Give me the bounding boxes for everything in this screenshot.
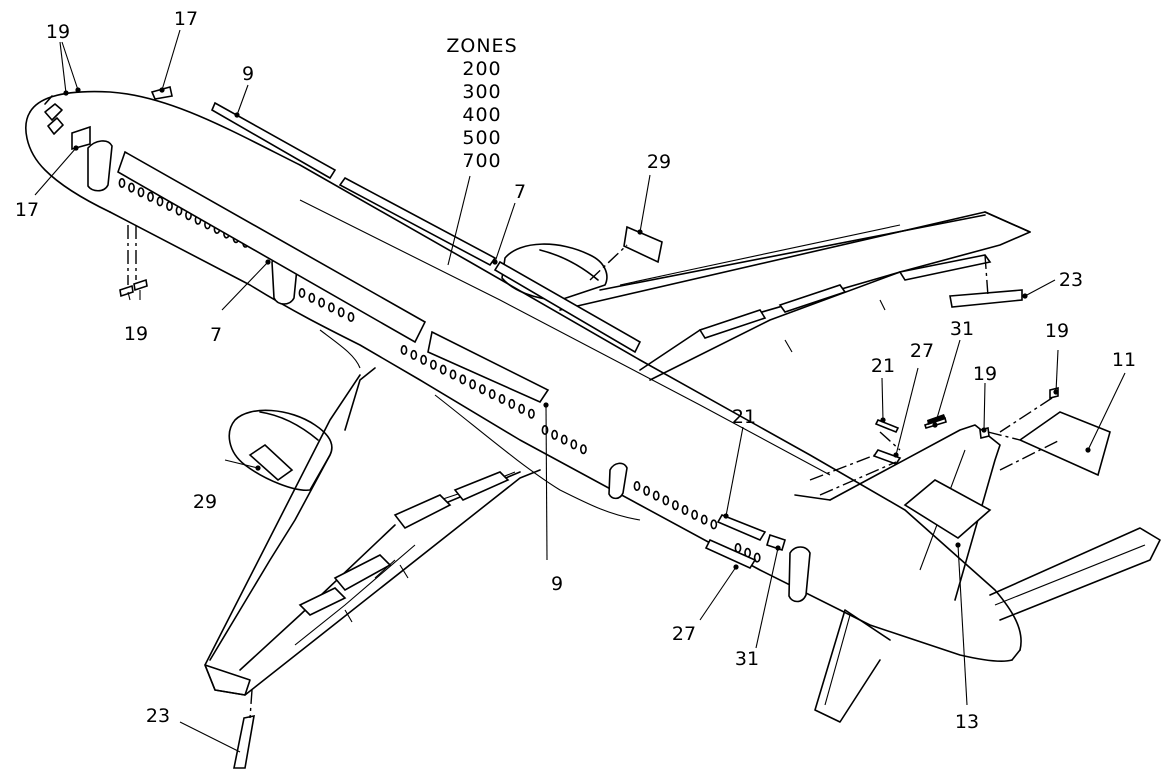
cabin-window [137, 187, 145, 198]
cabin-window [681, 504, 689, 515]
callout-9-bottom: 9 [551, 573, 563, 595]
callout-29-top: 29 [647, 151, 671, 173]
cabin-window [700, 514, 708, 525]
callout-19-nose: 19 [46, 21, 70, 43]
cabin-window [478, 384, 486, 395]
cabin-window [541, 424, 549, 435]
cabin-window [551, 429, 558, 440]
cabin-window [118, 178, 126, 189]
cabin-window [560, 434, 568, 445]
callout-11: 11 [1112, 349, 1136, 371]
cabin-window [710, 519, 718, 530]
cabin-window [469, 379, 476, 390]
cabin-window [420, 354, 427, 365]
callout-31-right: 31 [950, 318, 974, 340]
cabin-window [528, 408, 535, 419]
zone-value: 200 [462, 58, 501, 80]
callout-19-bottom-left: 19 [124, 323, 148, 345]
cabin-window [337, 307, 345, 318]
cabin-window [410, 349, 418, 360]
access-panels [117, 86, 1111, 769]
cabin-window [449, 369, 457, 380]
cabin-window [662, 495, 670, 506]
callout-7-top: 7 [514, 181, 526, 203]
cabin-window [643, 485, 650, 496]
cabin-window [429, 359, 437, 370]
zone-value: 400 [462, 104, 501, 126]
leader-lines [34, 29, 1126, 753]
cabin-window [327, 302, 335, 313]
cabin-window [580, 444, 587, 455]
cabin-window [518, 403, 525, 414]
callout-9-top: 9 [242, 63, 254, 85]
right-wing [559, 211, 1031, 381]
leader-dots [63, 87, 1091, 570]
nose-gear-hardware [119, 278, 148, 298]
left-wing [204, 367, 541, 696]
callout-27-lower: 27 [672, 623, 696, 645]
zone-value: 500 [462, 127, 501, 149]
callout-19-right: 19 [1045, 320, 1069, 342]
cabin-window [147, 191, 154, 202]
zones-block: ZONES 200 300 400 500 700 [446, 35, 517, 172]
callout-29-left: 29 [193, 491, 217, 513]
callout-labels: 19 17 9 17 19 7 7 29 29 9 23 31 19 11 21… [15, 8, 1136, 733]
callout-23-right: 23 [1059, 269, 1083, 291]
callout-27-upper: 27 [910, 340, 934, 362]
cabin-window [439, 364, 447, 375]
callout-13: 13 [955, 711, 979, 733]
horizontal-stabilizers [814, 527, 1161, 723]
zone-value: 300 [462, 81, 501, 103]
projection-lines [127, 225, 1061, 719]
callout-17-top: 17 [174, 8, 198, 30]
cabin-window [672, 500, 679, 511]
callout-21-upper: 21 [871, 355, 895, 377]
cabin-window [488, 389, 496, 400]
cabin-window [570, 439, 578, 450]
fuselage [25, 90, 1022, 662]
callout-17-left: 17 [15, 199, 39, 221]
callout-23-left: 23 [146, 705, 170, 727]
callout-31-lower: 31 [735, 648, 759, 670]
cabin-window [128, 182, 135, 193]
callout-21-lower: 21 [732, 406, 756, 428]
cabin-window [156, 196, 164, 207]
cabin-window [400, 344, 408, 355]
cabin-window [508, 398, 516, 409]
cabin-window [298, 287, 306, 298]
zones-title: ZONES [446, 35, 517, 57]
cabin-window [459, 374, 467, 385]
zone-value: 700 [462, 150, 501, 172]
callout-19-tail: 19 [973, 363, 997, 385]
cabin-window [691, 509, 698, 520]
cabin-windows [118, 178, 761, 563]
cabin-window [347, 311, 355, 322]
callout-7-left: 7 [210, 324, 222, 346]
cabin-window [652, 490, 660, 501]
cabin-window [318, 297, 325, 308]
right-engine [501, 243, 608, 301]
left-engine [228, 409, 333, 491]
cabin-window [633, 480, 641, 491]
cabin-window [308, 292, 316, 303]
cabin-window [498, 393, 506, 404]
